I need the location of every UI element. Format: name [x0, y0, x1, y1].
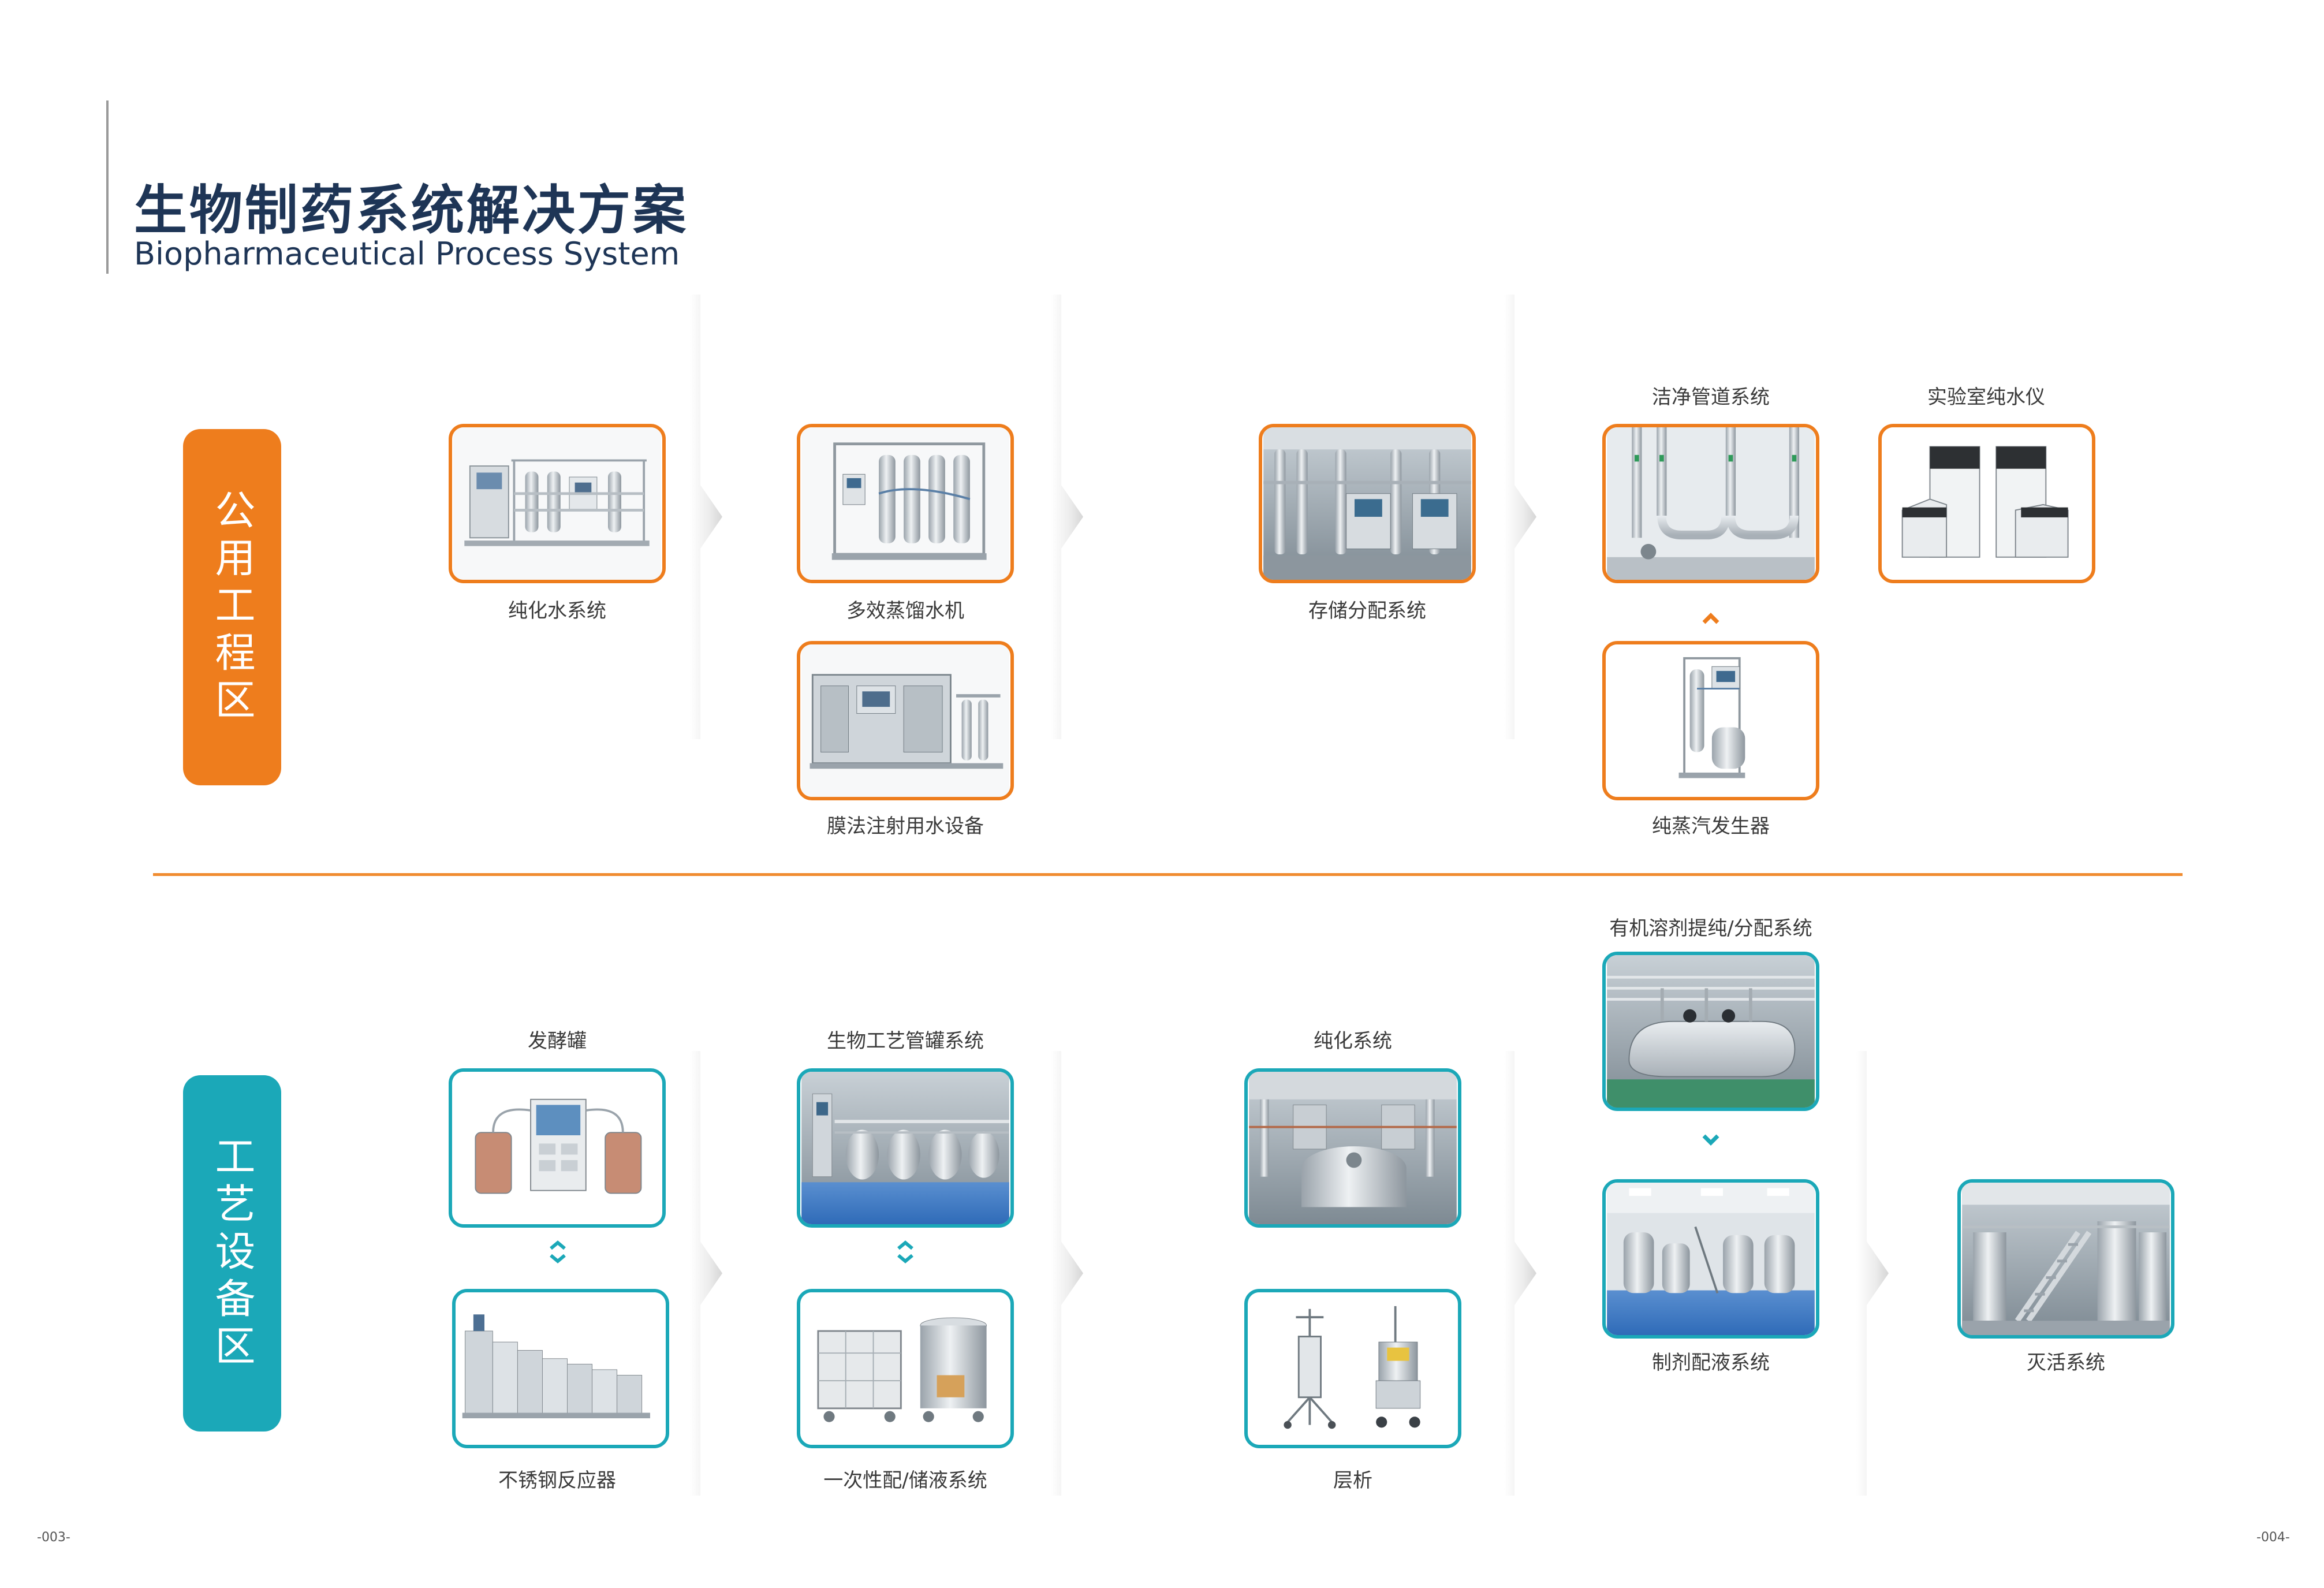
stainless-reactor-image [457, 1292, 665, 1445]
label-pure-steam: 纯蒸汽发生器 [1652, 815, 1770, 838]
label-bio-tank-system: 生物工艺管罐系统 [827, 1030, 984, 1053]
label-multi-effect-distiller: 多效蒸馏水机 [846, 599, 964, 622]
card-purification[interactable] [1244, 1068, 1461, 1228]
bio-tank-system-image [801, 1072, 1009, 1224]
label-storage-distribution: 存储分配系统 [1308, 599, 1426, 622]
label-purified-water: 纯化水系统 [508, 599, 606, 622]
label-single-use: 一次性配/储液系统 [823, 1469, 987, 1492]
lab-water-image [1883, 427, 2091, 580]
clean-piping-image [1607, 427, 1815, 580]
storage-distribution-image [1263, 427, 1471, 580]
chevron-down-icon [1699, 1129, 1722, 1152]
chevron-updown-icon [894, 1240, 917, 1263]
card-inactivation[interactable] [1957, 1179, 2174, 1339]
flow-chevron [1051, 295, 1085, 739]
page-subtitle: Biopharmaceutical Process System [134, 236, 680, 272]
zone-divider [153, 873, 2183, 876]
chromatography-image [1249, 1292, 1457, 1445]
card-bio-tank-system[interactable] [797, 1068, 1014, 1228]
zone-label-process: 工艺设备区 [183, 1075, 281, 1432]
card-clean-piping[interactable] [1602, 424, 1819, 583]
label-membrane-wfi: 膜法注射用水设备 [827, 815, 984, 838]
multi-effect-distiller-image [801, 427, 1009, 580]
header-rule [106, 100, 109, 274]
card-purified-water[interactable] [449, 424, 666, 583]
purification-image [1249, 1072, 1457, 1224]
card-solvent-system[interactable] [1602, 952, 1819, 1111]
zone-label-public-text: 公用工程区 [208, 489, 256, 726]
purified-water-image [453, 427, 661, 580]
card-pure-steam[interactable] [1602, 641, 1819, 800]
label-lab-water: 实验室纯水仪 [1927, 386, 2045, 409]
label-inactivation: 灭活系统 [2027, 1351, 2105, 1374]
fermenter-image [453, 1072, 661, 1224]
label-solvent-system: 有机溶剂提纯/分配系统 [1609, 917, 1812, 940]
inactivation-image [1962, 1183, 2170, 1335]
card-lab-water[interactable] [1878, 424, 2095, 583]
label-fermenter: 发酵罐 [528, 1030, 587, 1053]
card-formulation[interactable] [1602, 1179, 1819, 1339]
label-formulation: 制剂配液系统 [1652, 1351, 1770, 1374]
page-number-left: -003- [37, 1530, 70, 1545]
flow-chevron [1856, 1051, 1891, 1496]
card-membrane-wfi[interactable] [797, 641, 1014, 800]
card-storage-distribution[interactable] [1259, 424, 1476, 583]
membrane-wfi-image [801, 644, 1009, 797]
formulation-image [1607, 1183, 1815, 1335]
page-title: 生物制药系统解决方案 [134, 180, 689, 241]
chevron-up-icon [1699, 606, 1722, 629]
flow-chevron [690, 1051, 725, 1496]
single-use-image [801, 1292, 1009, 1445]
pure-steam-image [1607, 644, 1815, 797]
flow-chevron [1504, 295, 1539, 739]
card-multi-effect-distiller[interactable] [797, 424, 1014, 583]
zone-label-public: 公用工程区 [183, 429, 281, 785]
card-single-use[interactable] [797, 1289, 1014, 1448]
label-chromatography: 层析 [1333, 1469, 1372, 1492]
flow-chevron [1504, 1051, 1539, 1496]
flow-chevron [690, 295, 725, 739]
label-purification: 纯化系统 [1314, 1030, 1392, 1053]
card-stainless-reactor[interactable] [452, 1289, 669, 1448]
label-clean-piping: 洁净管道系统 [1652, 386, 1770, 409]
label-stainless-reactor: 不锈钢反应器 [498, 1469, 616, 1492]
chevron-updown-icon [546, 1240, 569, 1263]
flow-chevron [1051, 1051, 1085, 1496]
solvent-system-image [1607, 955, 1815, 1108]
page-number-right: -004- [2256, 1530, 2290, 1545]
card-chromatography[interactable] [1244, 1289, 1461, 1448]
zone-label-process-text: 工艺设备区 [208, 1135, 256, 1372]
card-fermenter[interactable] [449, 1068, 666, 1228]
